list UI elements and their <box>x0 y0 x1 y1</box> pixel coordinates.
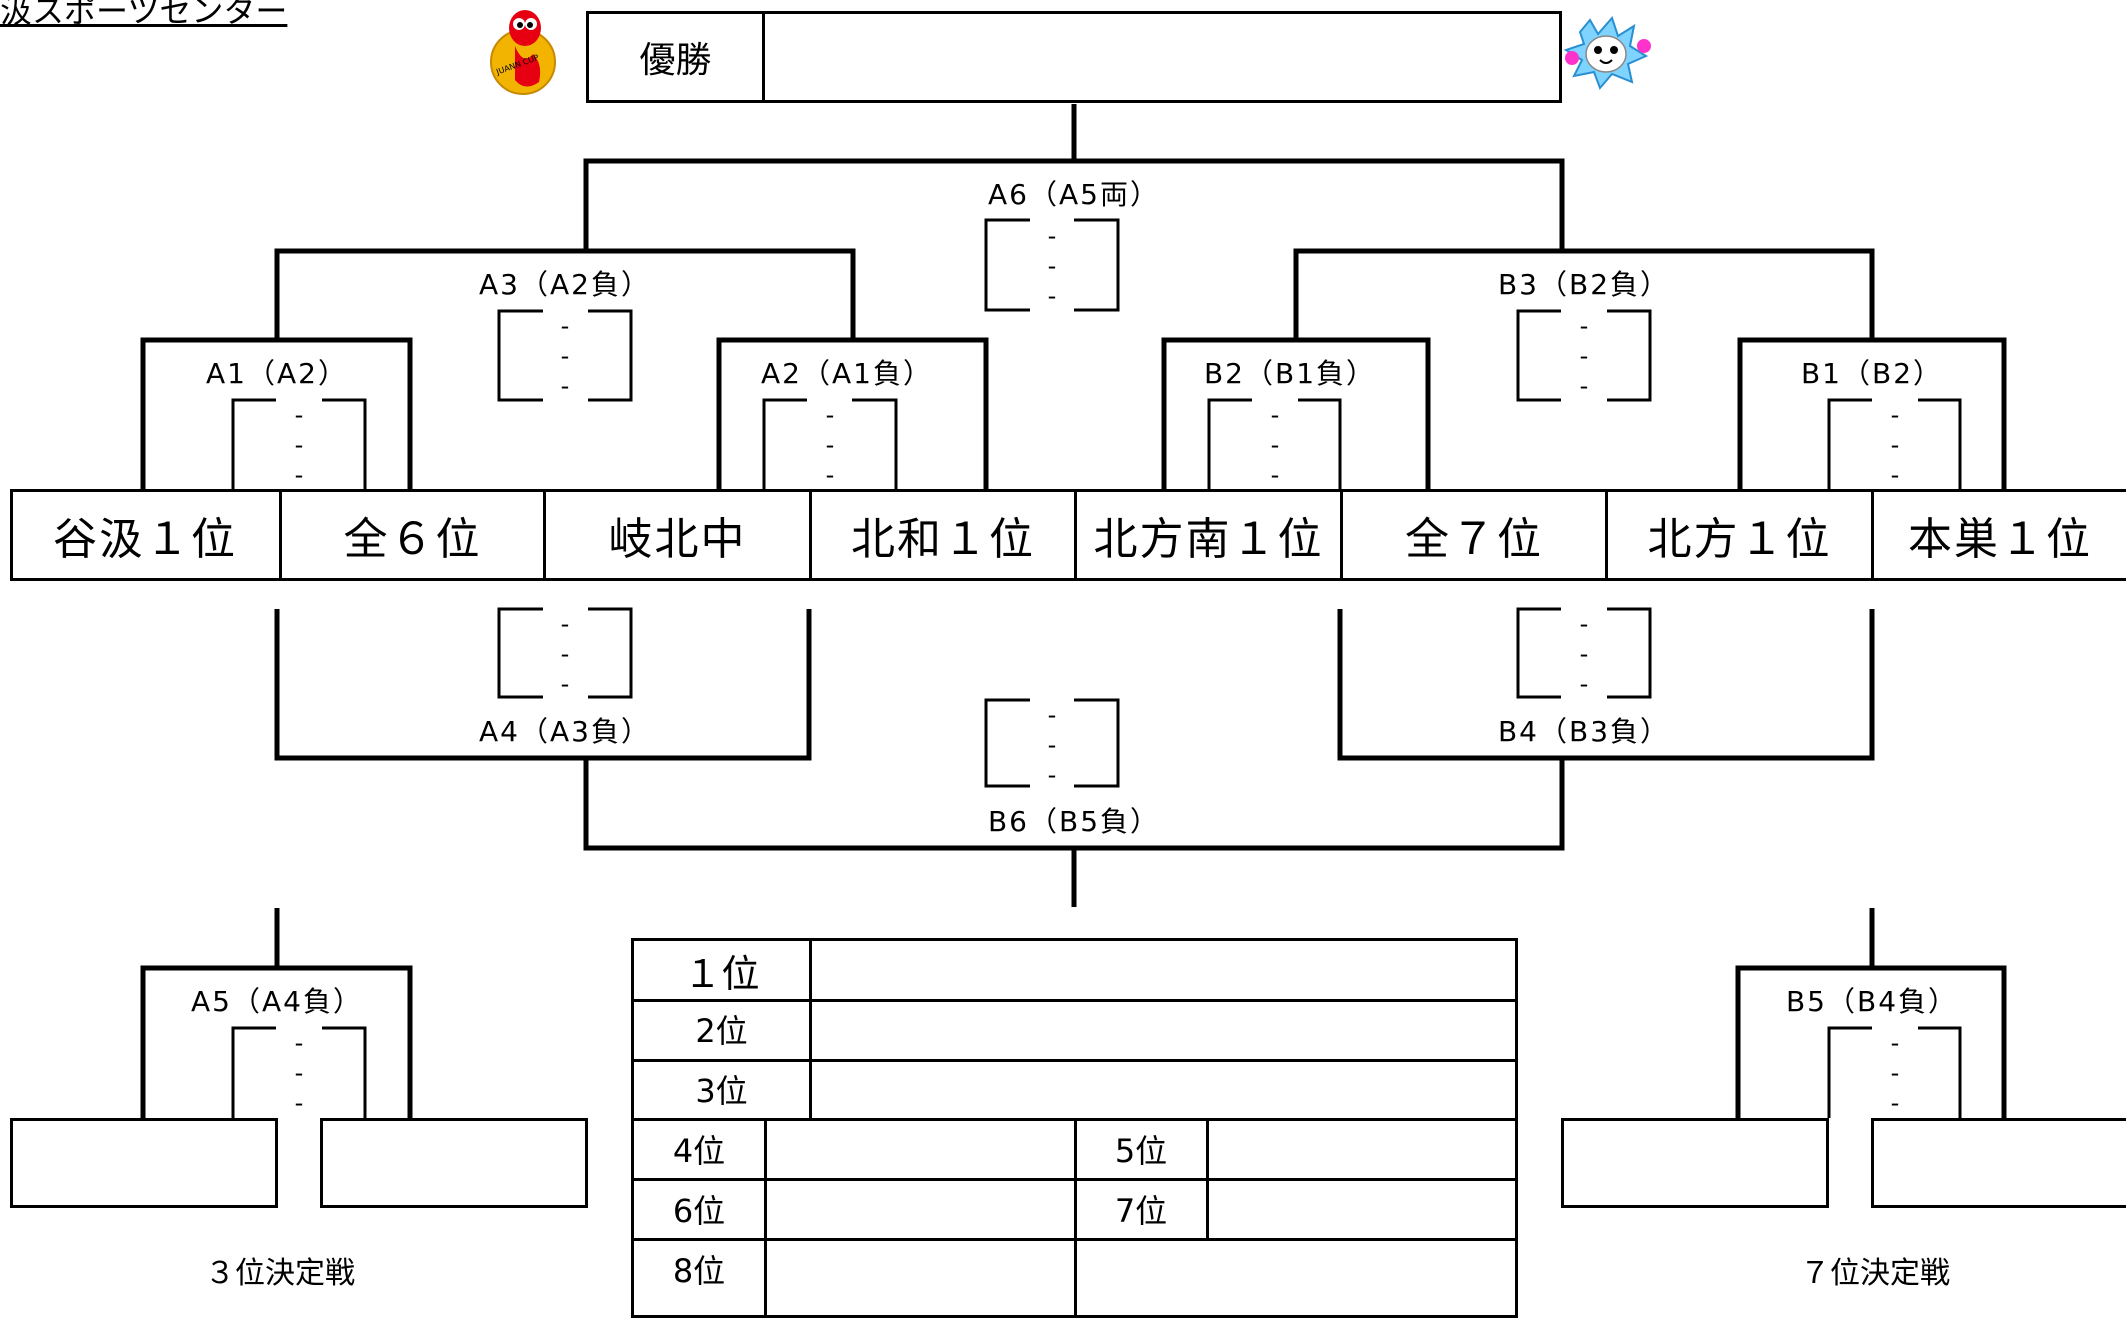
score-dash: - <box>1579 312 1589 340</box>
match-label-b6: B6（B5負） <box>987 805 1161 838</box>
team-cell: 本巣１位 <box>1871 489 2126 581</box>
placement-box-a5-right <box>320 1118 588 1208</box>
juann-cup-logo-icon: JUANN CUP <box>485 6 565 96</box>
score-dash: - <box>1047 731 1057 759</box>
team-cell: 谷汲１位 <box>53 514 237 565</box>
score-dash: - <box>1579 610 1589 638</box>
score-dash: - <box>1047 282 1057 310</box>
score-dash: - <box>1579 372 1589 400</box>
score-dash: - <box>1047 252 1057 280</box>
team-cell: 北方１位 <box>1605 489 1871 581</box>
match-label-a2: A2（A1負） <box>761 357 933 390</box>
match-label-a5: A5（A4負） <box>191 985 363 1018</box>
score-dash: - <box>1047 222 1057 250</box>
score-dash: - <box>1890 461 1900 489</box>
score-dash: - <box>825 401 835 429</box>
results-col-divider <box>809 938 812 1118</box>
score-dash: - <box>1047 761 1057 789</box>
team-cell: 北方南１位 <box>1074 489 1340 581</box>
score-dash: - <box>1890 431 1900 459</box>
score-dash: - <box>1270 431 1280 459</box>
score-dash: - <box>294 401 304 429</box>
results-row-divider <box>631 1059 1518 1062</box>
venue-title: 汲スポーツセンター <box>0 0 288 30</box>
team-cell: 岐北中 <box>543 489 809 581</box>
score-dash: - <box>1579 342 1589 370</box>
score-dash: - <box>294 1089 304 1117</box>
match-label-b5: B5（B4負） <box>1785 985 1959 1018</box>
match-label-a6: A6（A5両） <box>988 178 1160 211</box>
score-dash: - <box>294 1029 304 1057</box>
score-dash: - <box>1890 1059 1900 1087</box>
score-dash: - <box>1047 701 1057 729</box>
placement-box-a5-left <box>10 1118 278 1208</box>
result-label-2nd: 2位 <box>695 1012 748 1050</box>
champion-box <box>586 11 1562 103</box>
champion-label: 優勝 <box>639 40 712 81</box>
score-dash: - <box>825 431 835 459</box>
match-label-b1: B1（B2） <box>1800 357 1944 390</box>
mascot-icon <box>1560 12 1656 92</box>
champion-value <box>765 14 1559 100</box>
team-row <box>10 489 2126 581</box>
result-label-8th: 8位 <box>672 1252 726 1290</box>
match-label-a3: A3（A2負） <box>479 268 651 301</box>
result-label-4th: 4位 <box>672 1132 726 1170</box>
team-cell: 北和１位 <box>809 489 1074 581</box>
score-dash: - <box>560 312 570 340</box>
result-label-6th: 6位 <box>672 1192 726 1230</box>
result-label-5th: 5位 <box>1114 1132 1168 1170</box>
score-dash: - <box>1270 401 1280 429</box>
result-label-7th: 7位 <box>1114 1192 1168 1230</box>
score-dash: - <box>294 461 304 489</box>
score-dash: - <box>1579 670 1589 698</box>
score-dash: - <box>294 1059 304 1087</box>
match-label-b2: B2（B1負） <box>1203 357 1377 390</box>
score-dash: - <box>1270 461 1280 489</box>
score-dash: - <box>560 342 570 370</box>
match-label-b4: B4（B3負） <box>1497 715 1671 748</box>
team-cell: 全６位 <box>279 489 543 581</box>
score-dash: - <box>560 670 570 698</box>
match-label-b3: B3（B2負） <box>1497 268 1671 301</box>
score-dash: - <box>294 431 304 459</box>
score-dash: - <box>825 461 835 489</box>
results-row-divider <box>631 999 1518 1002</box>
results-col-divider <box>764 1118 767 1318</box>
score-dash: - <box>1890 401 1900 429</box>
score-dash: - <box>1890 1089 1900 1117</box>
placement-box-b5-right <box>1871 1118 2126 1208</box>
champion-divider <box>762 11 765 103</box>
team-cell: 全７位 <box>1340 489 1605 581</box>
score-dash: - <box>1890 1029 1900 1057</box>
seventh-place-caption: ７位決定戦 <box>1800 1256 1950 1291</box>
result-label-3rd: 3位 <box>695 1072 748 1110</box>
results-col-divider <box>1074 1118 1077 1318</box>
match-label-a1: A1（A2） <box>206 357 348 390</box>
score-dash: - <box>1579 640 1589 668</box>
match-label-a4: A4（A3負） <box>479 715 651 748</box>
placement-box-b5-left <box>1561 1118 1829 1208</box>
score-dash: - <box>560 640 570 668</box>
score-dash: - <box>560 372 570 400</box>
result-label-1st: １位 <box>683 951 760 996</box>
results-col-divider <box>1206 1118 1209 1238</box>
third-place-caption: ３位決定戦 <box>205 1256 355 1291</box>
score-dash: - <box>560 610 570 638</box>
